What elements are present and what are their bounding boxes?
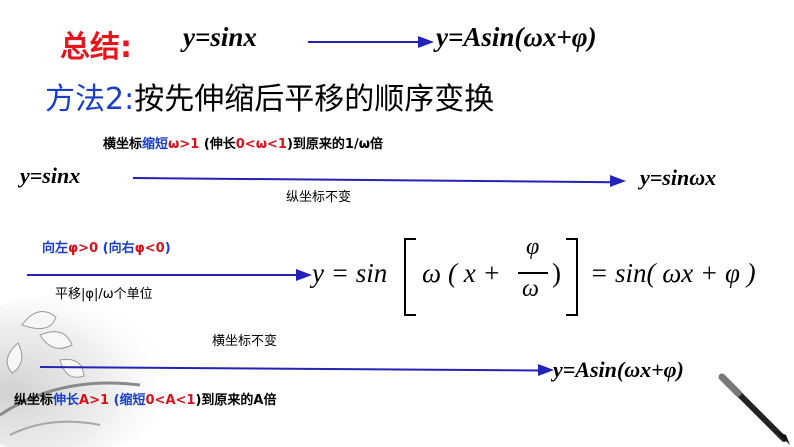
step3-note-prefix: 纵坐标: [14, 393, 54, 408]
calligraphy-brush-decoration-icon: [718, 373, 790, 445]
formula-denominator: ω: [522, 276, 539, 302]
step1-note-prefix: 横坐标: [103, 137, 143, 152]
step2-note-right: (向右: [102, 241, 135, 256]
step3-to-formula: y=Asin(ωx+φ): [553, 357, 684, 382]
step2-below-note: 平移|φ|/ω个单位: [55, 287, 153, 302]
step1-note-cond2: 0<ω<1: [235, 137, 287, 152]
step1-to-formula: y=sinωx: [640, 165, 717, 190]
formula-omega: ω: [422, 258, 442, 288]
step3-arrow-head: [538, 364, 554, 376]
summary-to-formula: y=Asin(ωx+φ): [436, 22, 597, 52]
method-heading: 方法2:按先伸缩后平移的顺序变换: [45, 74, 494, 118]
step2-note-end: ): [164, 241, 171, 256]
summary-from-formula: y=sinx: [183, 22, 257, 52]
step3-note: 纵坐标伸长A>1 (缩短0<A<1)到原来的A倍: [14, 389, 276, 408]
step2-note: 向左φ>0 (向右φ<0): [42, 237, 171, 256]
step3-note-cond1: A>1: [79, 393, 110, 408]
step3-note-stretch: 伸长: [53, 393, 80, 408]
formula-lhs: y = sin: [312, 258, 388, 288]
step3-note-cond2: 0<A<1: [145, 393, 196, 408]
step1-note-shrink: 缩短: [142, 137, 169, 152]
step1-arrow-line: [132, 177, 613, 184]
step3-note-mid: (缩短: [113, 393, 146, 408]
step2-formula: y = sin ω ( x + φ ω ) = sin( ωx + φ ): [312, 234, 782, 316]
formula-rhs: = sin( ωx + φ ): [590, 258, 756, 288]
step3-above-note: 横坐标不变: [212, 334, 278, 349]
step1-note-cond1: ω>1: [168, 137, 200, 152]
step3-note-suffix: )到原来的A倍: [195, 393, 277, 408]
step1-from-formula: y=sinx: [20, 163, 81, 188]
formula-numerator: φ: [526, 234, 540, 260]
step1-below-note: 纵坐标不变: [286, 190, 352, 205]
formula-left-bracket: [404, 238, 416, 316]
formula-fraction-bar: [518, 272, 548, 274]
step1-note-suffix: )到原来的1/ω倍: [286, 137, 383, 152]
formula-close-paren: ): [552, 258, 561, 288]
step2-note-left: 向左: [42, 241, 69, 256]
step1-note: 横坐标缩短ω>1 (伸长0<ω<1)到原来的1/ω倍: [103, 133, 383, 152]
formula-x-part: ( x +: [448, 258, 501, 288]
summary-arrow-line: [308, 41, 420, 43]
summary-arrow-head: [418, 36, 434, 48]
method-label: 方法2:: [45, 82, 135, 117]
step2-arrow-head: [296, 269, 312, 281]
step2-note-cond2: φ<0: [134, 241, 165, 256]
summary-label: 总结:: [60, 30, 132, 65]
step2-note-cond1: φ>0: [68, 241, 99, 256]
method-title: 按先伸缩后平移的顺序变换: [134, 82, 495, 117]
formula-right-bracket: [566, 238, 578, 316]
step1-arrow-head: [610, 175, 626, 187]
step2-arrow-line: [27, 274, 299, 276]
step1-note-mid: (伸长: [203, 137, 236, 152]
ink-wash-flower-decoration-icon: [0, 295, 180, 447]
